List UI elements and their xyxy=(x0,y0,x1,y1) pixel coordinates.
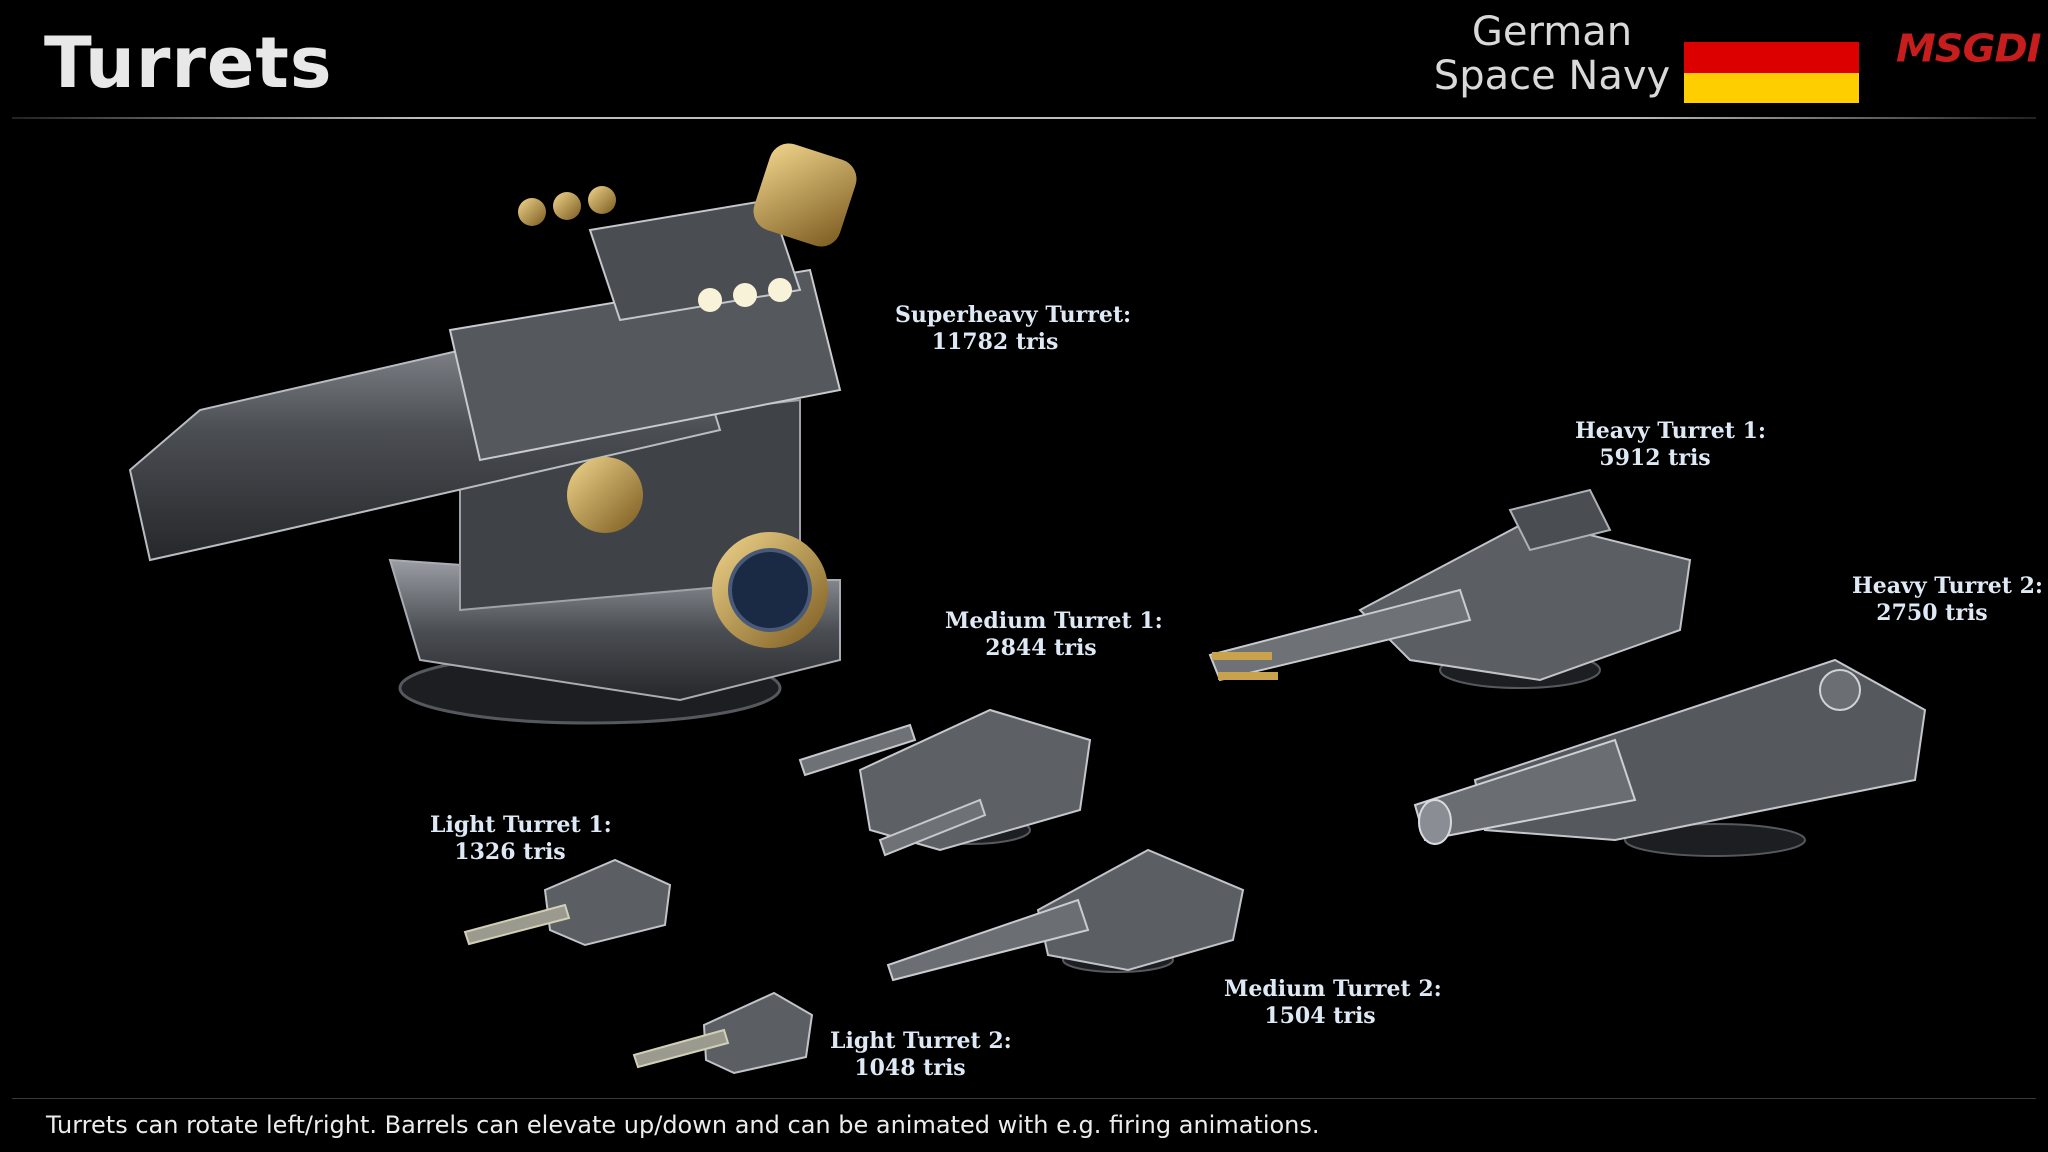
flag-red-stripe xyxy=(1684,42,1859,73)
turret-name: Light Turret 2: xyxy=(830,1028,1012,1054)
heavy-turret-1-label: Heavy Turret 1: 5912 tris xyxy=(1575,418,1767,472)
medium-turret-1-image xyxy=(798,708,1092,857)
brand-title: German Space Navy xyxy=(1432,10,1672,98)
heavy-turret-2-label: Heavy Turret 2: 2750 tris xyxy=(1852,573,2044,627)
german-flag-icon xyxy=(1684,42,1859,103)
brand-line-2: Space Navy xyxy=(1433,53,1671,99)
light-turret-1-image xyxy=(463,858,672,947)
heavy-turret-2-image xyxy=(1413,658,1927,857)
turret-tris: 11782 tris xyxy=(931,329,1059,355)
turret-name: Heavy Turret 1: xyxy=(1575,418,1767,444)
heavy-turret-1-image xyxy=(1208,488,1692,689)
turret-name: Medium Turret 1: xyxy=(945,608,1163,634)
turret-tris: 2750 tris xyxy=(1876,600,1988,626)
header-divider xyxy=(12,117,2036,119)
light-turret-1-label: Light Turret 1: 1326 tris xyxy=(430,812,612,866)
turret-tris: 2844 tris xyxy=(985,635,1097,661)
turret-name: Light Turret 1: xyxy=(430,812,612,838)
medium-turret-2-image xyxy=(886,848,1245,982)
turret-tris: 1326 tris xyxy=(454,839,566,865)
turret-name: Medium Turret 2: xyxy=(1224,976,1442,1002)
msgdi-logo: MSGDI xyxy=(1896,27,2042,71)
footer-divider xyxy=(12,1098,2036,1099)
superheavy-turret-label: Superheavy Turret: 11782 tris xyxy=(895,302,1132,356)
brand-line-1: German xyxy=(1471,9,1633,55)
light-turret-2-image xyxy=(632,991,814,1075)
turret-name: Heavy Turret 2: xyxy=(1852,573,2044,599)
turret-tris: 1504 tris xyxy=(1264,1003,1376,1029)
turret-name: Superheavy Turret: xyxy=(895,302,1132,328)
superheavy-turret-image xyxy=(128,143,857,725)
medium-turret-2-label: Medium Turret 2: 1504 tris xyxy=(1224,976,1442,1030)
page-title: Turrets xyxy=(44,22,333,104)
footer-note: Turrets can rotate left/right. Barrels c… xyxy=(46,1111,1320,1139)
turret-tris: 1048 tris xyxy=(854,1055,966,1081)
turret-tris: 5912 tris xyxy=(1599,445,1711,471)
flag-gold-stripe xyxy=(1684,72,1859,103)
light-turret-2-label: Light Turret 2: 1048 tris xyxy=(830,1028,1012,1082)
medium-turret-1-label: Medium Turret 1: 2844 tris xyxy=(945,608,1163,662)
